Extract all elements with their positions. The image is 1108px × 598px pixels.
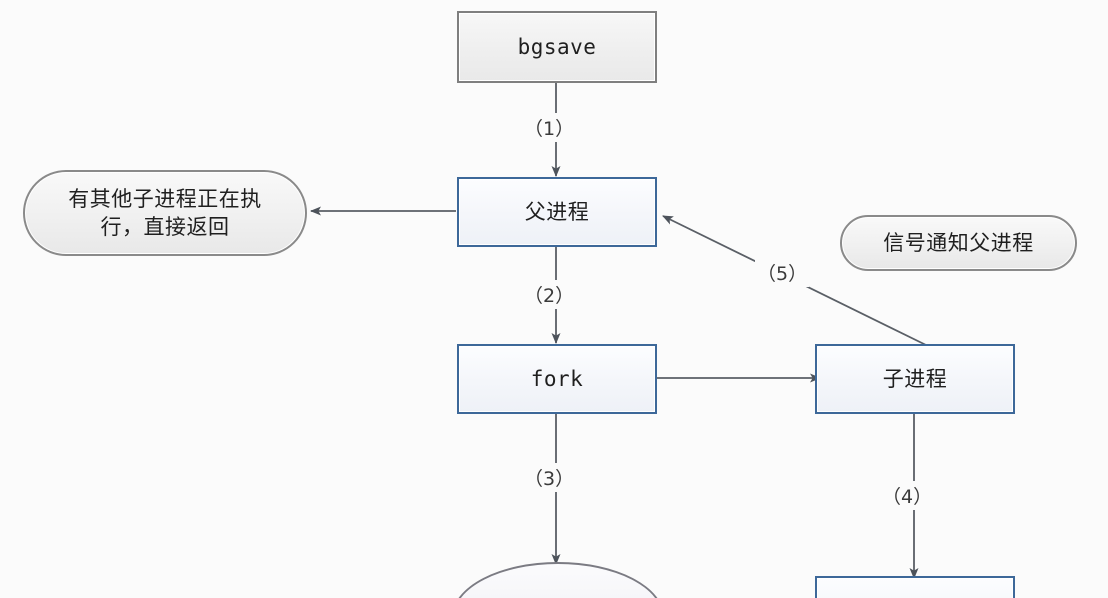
edge-label-3: （3） <box>522 463 577 492</box>
node-other-child-running-line2: 行，直接返回 <box>100 215 230 239</box>
node-bottom-ellipse[interactable] <box>452 562 664 598</box>
node-signal-notify-parent[interactable]: 信号通知父进程 <box>840 215 1077 271</box>
edge-label-5: （5） <box>755 258 810 287</box>
node-parent-process-label: 父进程 <box>524 199 590 224</box>
node-fork-label: fork <box>530 367 584 391</box>
node-bgsave[interactable]: bgsave <box>457 11 657 83</box>
node-bgsave-label: bgsave <box>517 35 597 59</box>
node-child-process-label: 子进程 <box>882 366 948 391</box>
node-bottom-right-box[interactable] <box>815 576 1015 598</box>
node-child-process[interactable]: 子进程 <box>815 344 1015 414</box>
edge-label-1: （1） <box>522 113 577 142</box>
edge-label-2: （2） <box>522 280 577 309</box>
node-other-child-running-line1: 有其他子进程正在执 <box>68 186 262 211</box>
node-signal-notify-parent-label: 信号通知父进程 <box>883 230 1034 255</box>
node-fork[interactable]: fork <box>457 344 657 414</box>
node-other-child-running[interactable]: 有其他子进程正在执 行，直接返回 <box>23 170 307 256</box>
node-parent-process[interactable]: 父进程 <box>457 177 657 247</box>
edge-label-4: （4） <box>880 481 935 510</box>
